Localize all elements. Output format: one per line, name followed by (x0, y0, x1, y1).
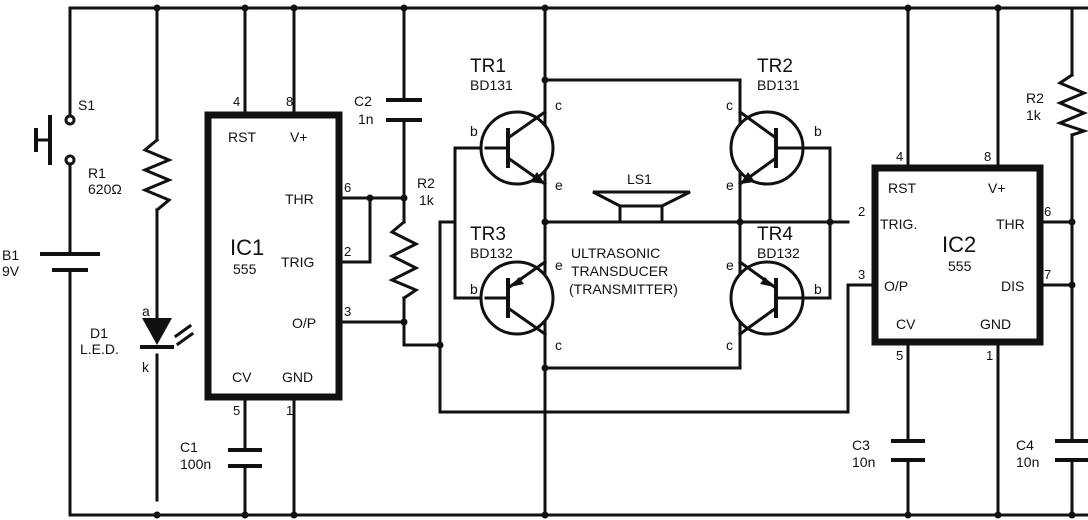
ic1-op-label: O/P (292, 315, 316, 331)
tr4-value: BD132 (757, 245, 800, 261)
transistor-tr1: TR1 BD131 b c e (470, 56, 563, 193)
c2-value: 1n (358, 111, 374, 127)
transistor-tr3: TR3 BD132 b e c (470, 224, 563, 353)
ic1-trig-label: TRIG (281, 254, 314, 270)
tr1-emitter: e (555, 177, 563, 193)
ls1-line1: ULTRASONIC (571, 245, 660, 261)
ic2-cv-label: CV (896, 316, 916, 332)
ls1-line2: TRANSDUCER (571, 263, 668, 279)
tr2-value: BD131 (757, 77, 800, 93)
switch-s1: S1 (34, 78, 95, 166)
c1-value: 100n (180, 456, 211, 472)
tr2-base: b (814, 123, 822, 139)
r1-label: R1 (88, 165, 106, 181)
led-d1: a k D1 L.E.D. (80, 303, 195, 375)
ic2-op-label: O/P (884, 278, 908, 294)
ls1-line3: (TRANSMITTER) (569, 281, 678, 297)
d1-value: L.E.D. (80, 341, 119, 357)
tr4-label: TR4 (757, 224, 793, 245)
resistor-r2-left: R2 1k (388, 175, 435, 301)
b1-label: B1 (2, 247, 19, 263)
d1-cathode: k (142, 359, 150, 375)
ic1-thr-label: THR (285, 191, 314, 207)
ic1-pin-thr-number: 6 (344, 180, 351, 195)
tr4-emitter: e (726, 257, 734, 273)
c4-label: C4 (1016, 437, 1034, 453)
battery-b1: B1 9V (2, 247, 100, 279)
d1-anode: a (142, 303, 150, 319)
resistor-r2-right: R2 1k (1026, 72, 1088, 137)
ic1-chip: 4 8 6 2 3 5 1 RST V+ THR TRIG O/P CV GND… (204, 94, 351, 418)
tr4-base: b (814, 281, 822, 297)
tr1-value: BD131 (470, 77, 513, 93)
ic2-trig-label: TRIG. (880, 216, 917, 232)
capacitor-c1: C1 100n (180, 439, 262, 472)
capacitor-c3: C3 10n (852, 437, 925, 470)
ic1-pin-gnd-number: 1 (286, 403, 293, 418)
c1-label: C1 (180, 439, 198, 455)
tr1-base: b (470, 123, 478, 139)
junction-dots (153, 4, 1076, 519)
ic1-vplus-label: V+ (290, 129, 308, 145)
transistor-tr4: TR4 BD132 b e c (726, 224, 822, 353)
ic1-pin-trig-number: 2 (344, 244, 351, 259)
ic2-vplus-label: V+ (988, 180, 1006, 196)
r2-left-label: R2 (417, 175, 435, 191)
tr2-label: TR2 (757, 56, 793, 77)
ic1-pin-vplus-number: 8 (286, 94, 293, 109)
ls1-label: LS1 (627, 171, 652, 187)
ic2-pin-cv-number: 5 (896, 348, 903, 363)
ic2-ref: IC2 (942, 232, 976, 257)
ic1-type: 555 (233, 261, 257, 277)
c4-value: 10n (1016, 454, 1039, 470)
ic2-pin-gnd-number: 1 (986, 348, 993, 363)
tr1-label: TR1 (470, 56, 506, 77)
c3-label: C3 (852, 437, 870, 453)
r2-right-value: 1k (1026, 107, 1042, 123)
tr2-emitter: e (726, 177, 734, 193)
r1-value: 620Ω (88, 181, 122, 197)
ic2-pin-vplus-number: 8 (984, 149, 991, 164)
capacitor-c2: C2 1n (354, 93, 422, 127)
s1-label: S1 (78, 97, 95, 113)
r2-right-label: R2 (1026, 90, 1044, 106)
transducer-ls1: LS1 ULTRASONIC TRANSDUCER (TRANSMITTER) (569, 171, 691, 297)
tr3-value: BD132 (470, 245, 513, 261)
ic2-pin-rst-number: 4 (896, 149, 903, 164)
ic2-pin-op-number: 3 (858, 267, 865, 282)
ic1-gnd-label: GND (282, 369, 313, 385)
r2-left-value: 1k (419, 192, 435, 208)
tr4-collector: c (726, 337, 733, 353)
ic2-type: 555 (948, 258, 972, 274)
ic2-pin-trig-number: 2 (858, 204, 865, 219)
tr2-collector: c (726, 97, 733, 113)
ic1-pin-rst-number: 4 (233, 94, 240, 109)
c2-label: C2 (354, 93, 372, 109)
ic2-rst-label: RST (888, 180, 916, 196)
ic1-pin-op-number: 3 (344, 304, 351, 319)
tr3-label: TR3 (470, 224, 506, 245)
tr3-base: b (470, 281, 478, 297)
tr1-collector: c (555, 97, 562, 113)
ic2-pin-dis-number: 7 (1044, 267, 1051, 282)
capacitor-c4: C4 10n (1016, 437, 1088, 470)
tr3-collector: c (555, 337, 562, 353)
ic2-dis-label: DIS (1001, 278, 1024, 294)
d1-label: D1 (90, 325, 108, 341)
ic1-ref: IC1 (230, 235, 264, 260)
tr3-emitter: e (555, 257, 563, 273)
ic2-pin-thr-number: 6 (1044, 204, 1051, 219)
ic2-gnd-label: GND (980, 316, 1011, 332)
b1-value: 9V (2, 263, 20, 279)
ic1-cv-label: CV (232, 369, 252, 385)
ic1-pin-cv-number: 5 (233, 403, 240, 418)
resistor-r1: R1 620Ω (88, 137, 173, 213)
transistor-tr2: TR2 BD131 b c e (726, 56, 822, 193)
c3-value: 10n (852, 454, 875, 470)
ic2-chip: 4 8 2 3 6 7 5 1 RST V+ TRIG. THR O/P DIS… (858, 149, 1051, 363)
ic1-rst-label: RST (228, 129, 256, 145)
ic2-thr-label: THR (996, 216, 1025, 232)
